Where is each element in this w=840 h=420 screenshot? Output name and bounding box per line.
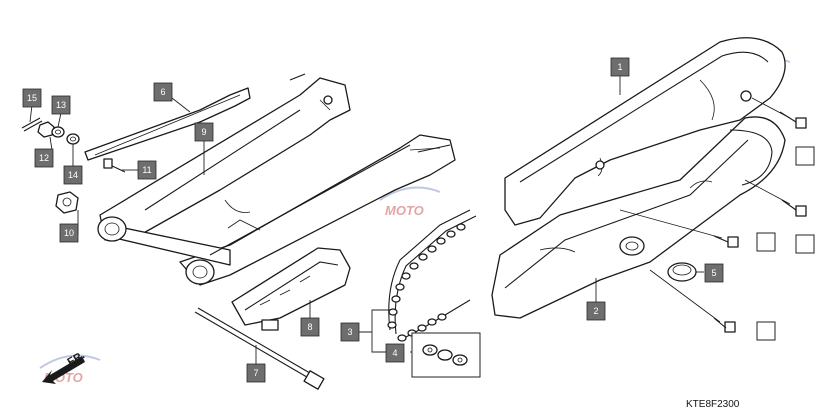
- reference-box-2: [795, 234, 815, 254]
- callout-15: 15: [22, 88, 42, 108]
- callout-8: 8: [300, 317, 320, 337]
- callout-3: 3: [340, 322, 360, 342]
- chain-slider: [231, 247, 351, 331]
- reference-boxes: [756, 146, 815, 341]
- chain-link: [437, 313, 447, 321]
- svg-text:6: 6: [160, 87, 165, 97]
- callout-12: 12: [34, 148, 54, 168]
- callout-11: 11: [137, 160, 157, 180]
- pivot-bolt: [194, 307, 325, 390]
- chain-link: [417, 324, 427, 332]
- chain-link: [401, 272, 411, 280]
- rubber-cap: [667, 262, 697, 282]
- pivot-nut: [55, 191, 79, 214]
- reference-box-4: [756, 321, 776, 341]
- callout-10: 10: [59, 223, 79, 243]
- chain-link: [391, 295, 401, 303]
- case-bolt-middle: [619, 209, 739, 248]
- chain-link: [387, 321, 397, 329]
- case-bolt-right: [744, 179, 807, 217]
- svg-text:8: 8: [307, 322, 312, 332]
- chain-link: [427, 245, 437, 253]
- callout-7: 7: [246, 363, 266, 383]
- svg-text:9: 9: [201, 127, 206, 137]
- chain-case-upper: [504, 37, 786, 226]
- chain-case-lower: [491, 116, 786, 319]
- callout-9: 9: [194, 122, 214, 142]
- svg-text:15: 15: [27, 93, 37, 103]
- chain-link: [436, 237, 446, 245]
- svg-text:4: 4: [392, 348, 397, 358]
- chain-link: [395, 283, 405, 291]
- chain-guide-bar: [84, 87, 251, 161]
- callout-5: 5: [704, 263, 724, 283]
- front-direction-arrow: FR.: [42, 349, 87, 384]
- chain-link: [397, 334, 407, 342]
- chain-link: [418, 253, 428, 261]
- reference-box-1: [795, 146, 815, 166]
- washer-13: [51, 126, 65, 138]
- svg-text:11: 11: [142, 165, 151, 175]
- svg-text:13: 13: [56, 100, 66, 110]
- chain-link: [409, 262, 419, 270]
- callout-13: 13: [51, 95, 71, 115]
- svg-text:14: 14: [68, 170, 78, 180]
- svg-text:12: 12: [39, 153, 49, 163]
- svg-text:7: 7: [253, 368, 258, 378]
- drawing-code: KTE8F2300: [686, 399, 740, 410]
- swingarm: [97, 73, 456, 286]
- svg-text:5: 5: [711, 268, 716, 278]
- callout-1: 1: [610, 57, 630, 77]
- chain-link: [427, 318, 437, 326]
- callout-4: 4: [385, 343, 405, 363]
- watermark-logo-center: MOTO: [379, 186, 441, 218]
- chain-link: [456, 223, 466, 231]
- callout-2: 2: [586, 301, 606, 321]
- drive-chain: [387, 209, 477, 342]
- svg-text:3: 3: [347, 327, 352, 337]
- reference-box-3: [756, 232, 776, 252]
- small-bolt: [103, 158, 126, 173]
- callout-6: 6: [153, 82, 173, 102]
- case-bolt-top: [751, 97, 807, 129]
- callout-14: 14: [63, 165, 83, 185]
- axle-nut: [37, 121, 55, 138]
- svg-text:10: 10: [64, 228, 74, 238]
- svg-text:MOTO: MOTO: [385, 203, 424, 218]
- chain-link: [446, 230, 456, 238]
- cotter-pin: [21, 117, 43, 132]
- case-bolts: [619, 97, 807, 333]
- case-bolt-bottom: [649, 269, 736, 333]
- svg-text:1: 1: [617, 62, 622, 72]
- chain-joint-kit: [411, 332, 481, 378]
- svg-text:2: 2: [593, 306, 598, 316]
- leader-lines: [29, 75, 704, 364]
- chain-link: [388, 308, 398, 316]
- washer-14: [66, 133, 80, 145]
- front-direction-label: FR.: [66, 349, 87, 368]
